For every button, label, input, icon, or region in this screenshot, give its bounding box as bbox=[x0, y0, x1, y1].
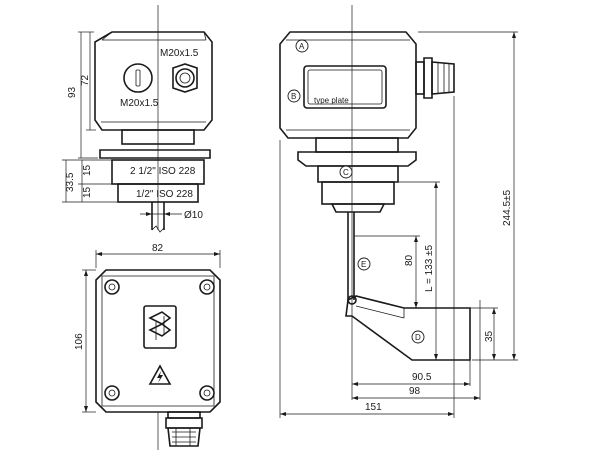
front-cable-entry-left bbox=[123, 63, 153, 93]
side-dim-length: L = 133 ±5 bbox=[424, 244, 435, 292]
top-screw bbox=[104, 385, 120, 401]
side-dim-151: 151 bbox=[365, 402, 382, 413]
side-view: type plate A bbox=[279, 5, 518, 418]
svg-text:B: B bbox=[291, 92, 296, 101]
front-thread-lower-label: 1/2" ISO 228 bbox=[136, 189, 193, 200]
front-view: M20x1.5 M20x1.5 2 1/2" ISO 228 1/2" ISO … bbox=[62, 5, 213, 233]
brand-logo-icon bbox=[143, 305, 177, 349]
side-dim-90-5: 90.5 bbox=[412, 372, 432, 383]
front-thread-upper-label: 2 1/2" ISO 228 bbox=[130, 166, 196, 177]
label-c: C bbox=[339, 165, 353, 179]
front-dim-thread-upper: 15 bbox=[82, 164, 93, 176]
svg-text:C: C bbox=[343, 168, 349, 177]
front-cable-entry-right bbox=[172, 63, 198, 93]
side-dim-98: 98 bbox=[409, 386, 421, 397]
side-flange bbox=[297, 151, 417, 167]
top-screw bbox=[199, 279, 215, 295]
svg-text:D: D bbox=[415, 333, 421, 342]
side-dim-total: 244.5±5 bbox=[502, 189, 513, 226]
front-flange bbox=[99, 149, 211, 159]
side-thread bbox=[321, 181, 395, 205]
side-dim-80: 80 bbox=[404, 254, 415, 266]
front-housing bbox=[94, 31, 213, 131]
label-b: B bbox=[287, 89, 301, 103]
high-voltage-warning-icon bbox=[148, 364, 172, 385]
front-dim-housing: 72 bbox=[80, 74, 91, 86]
top-housing bbox=[95, 269, 221, 413]
type-plate: type plate bbox=[303, 65, 387, 109]
type-plate-label: type plate bbox=[314, 96, 349, 105]
front-entry-top-label: M20x1.5 bbox=[160, 48, 199, 59]
top-cable-gland bbox=[165, 411, 203, 447]
front-dim-shaft: Ø10 bbox=[184, 210, 203, 221]
top-dim-depth: 106 bbox=[74, 333, 85, 350]
label-e: E bbox=[357, 257, 371, 271]
svg-text:A: A bbox=[299, 42, 305, 51]
front-dim-total: 93 bbox=[67, 86, 78, 98]
side-paddle bbox=[345, 295, 471, 361]
front-dim-thread-block: 33.5 bbox=[65, 172, 76, 192]
top-view: 82 bbox=[74, 243, 221, 450]
top-screw bbox=[199, 385, 215, 401]
svg-text:E: E bbox=[361, 260, 366, 269]
label-a: A bbox=[295, 39, 309, 53]
top-dim-width: 82 bbox=[152, 243, 164, 254]
front-dim-thread-lower: 15 bbox=[82, 186, 93, 198]
side-housing bbox=[279, 31, 417, 139]
label-d: D bbox=[411, 330, 425, 344]
front-entry-left-label: M20x1.5 bbox=[120, 98, 159, 109]
side-cable-gland bbox=[415, 57, 455, 99]
side-dim-35: 35 bbox=[484, 330, 495, 342]
side-neck bbox=[315, 137, 399, 153]
top-screw bbox=[104, 279, 120, 295]
